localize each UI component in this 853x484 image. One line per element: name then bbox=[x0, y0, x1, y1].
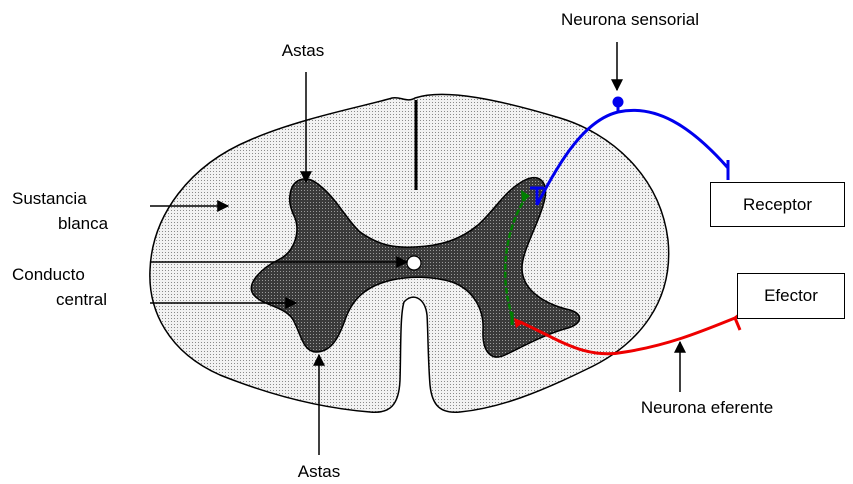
label-sustancia-line1: Sustancia bbox=[12, 189, 87, 209]
label-conducto-line2: central bbox=[56, 290, 107, 310]
receptor-box: Receptor bbox=[710, 182, 845, 227]
central-canal bbox=[407, 256, 421, 270]
label-neurona-eferente: Neurona eferente bbox=[641, 398, 773, 418]
efector-box: Efector bbox=[737, 273, 845, 319]
label-astas-top: Astas bbox=[282, 41, 325, 61]
efector-label: Efector bbox=[764, 286, 818, 306]
receptor-label: Receptor bbox=[743, 195, 812, 215]
label-conducto-line1: Conducto bbox=[12, 265, 85, 285]
label-neurona-sensorial: Neurona sensorial bbox=[561, 10, 699, 30]
label-astas-bottom: Astas bbox=[298, 462, 341, 482]
label-sustancia-line2: blanca bbox=[58, 214, 108, 234]
